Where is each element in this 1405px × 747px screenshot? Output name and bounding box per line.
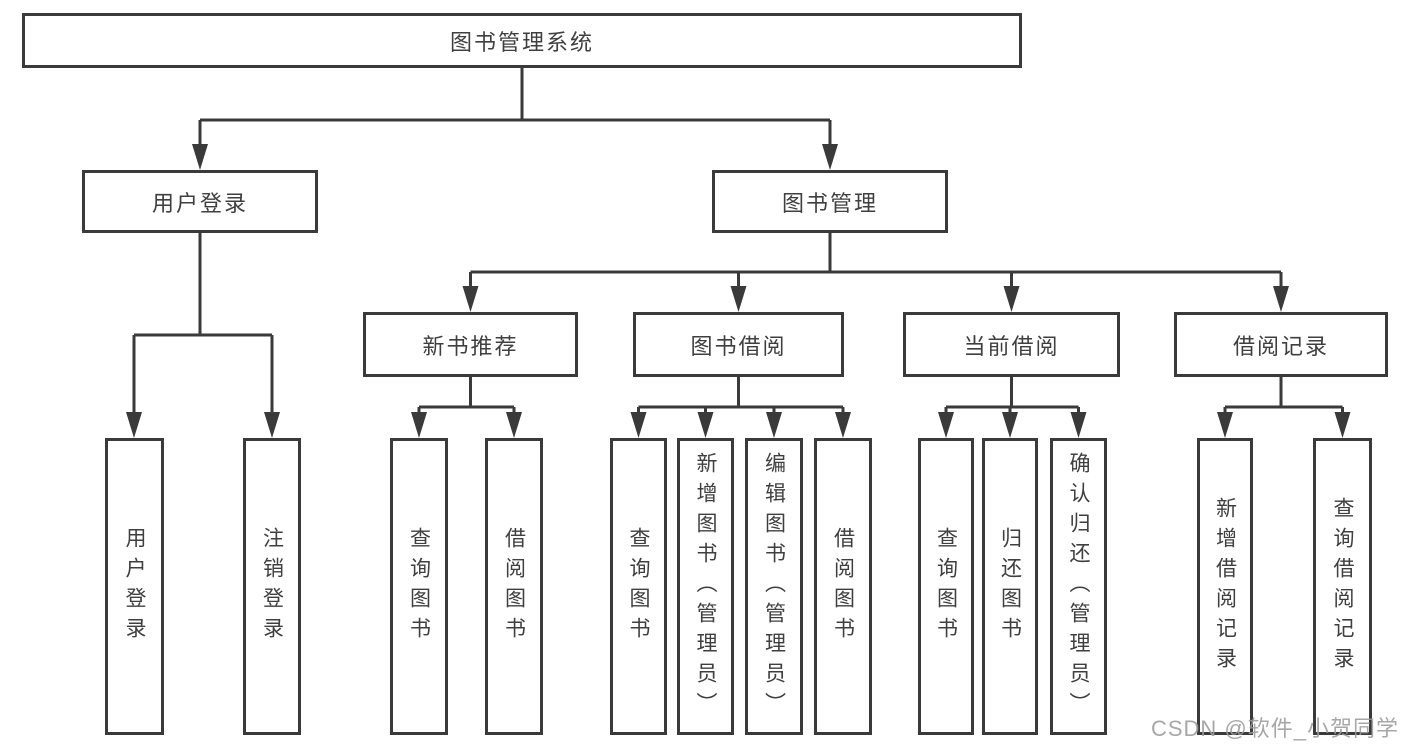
leaf-borrowing-add-books-admin: 新增图书（管理员） bbox=[677, 438, 734, 735]
leaf-current-confirm-return-admin: 确认归还（管理员） bbox=[1050, 438, 1107, 735]
leaf-user-login: 用户登录 bbox=[105, 438, 164, 735]
node-book-management: 图书管理 bbox=[712, 170, 948, 233]
leaf-records-add-record: 新增借阅记录 bbox=[1197, 438, 1253, 735]
arrowheads bbox=[126, 144, 1351, 438]
node-root-system: 图书管理系统 bbox=[22, 13, 1022, 68]
node-current-borrowing: 当前借阅 bbox=[903, 312, 1120, 377]
leaf-logout: 注销登录 bbox=[243, 438, 301, 735]
node-borrowing-records: 借阅记录 bbox=[1174, 312, 1388, 377]
leaf-borrowing-query-books: 查询图书 bbox=[610, 438, 667, 735]
csdn-watermark: CSDN @软件_小贺同学 bbox=[1150, 716, 1399, 741]
leaf-borrowing-edit-books-admin: 编辑图书（管理员） bbox=[745, 438, 803, 735]
leaf-borrowing-borrow-books: 借阅图书 bbox=[814, 438, 872, 735]
node-new-book-recommend: 新书推荐 bbox=[363, 312, 578, 377]
node-book-borrowing: 图书借阅 bbox=[633, 312, 844, 377]
leaf-current-return-books: 归还图书 bbox=[982, 438, 1038, 735]
node-user-login: 用户登录 bbox=[82, 170, 318, 233]
leaf-records-query-record: 查询借阅记录 bbox=[1313, 438, 1372, 735]
leaf-current-query-books: 查询图书 bbox=[918, 438, 974, 735]
leaf-recommend-query-books: 查询图书 bbox=[390, 438, 448, 735]
leaf-recommend-borrow-books: 借阅图书 bbox=[485, 438, 543, 735]
